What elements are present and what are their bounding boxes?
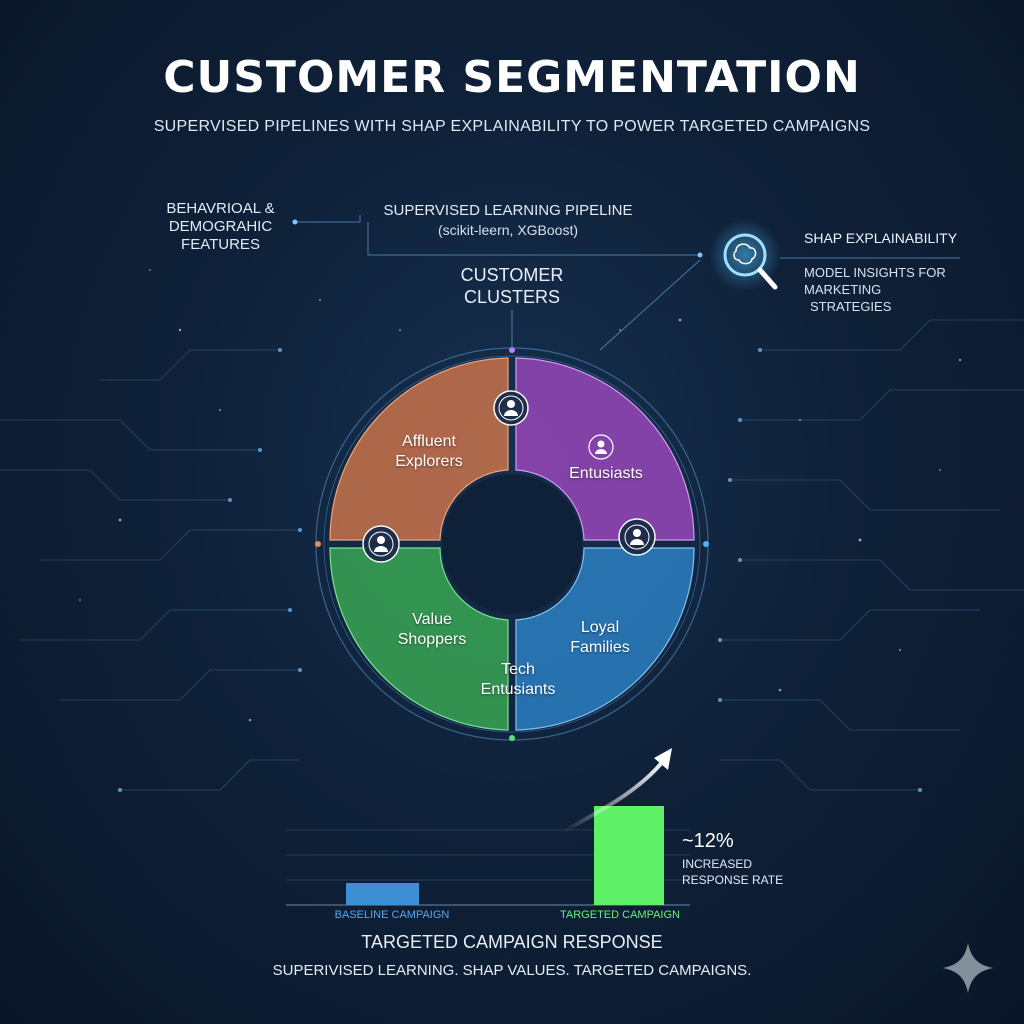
user-icon (362, 525, 400, 563)
segment-donut (329, 357, 695, 731)
features-line: DEMOGRAHIC (168, 218, 273, 235)
bar-label-baseline: BASELINE CAMPAIGN (334, 909, 450, 921)
user-badges (362, 390, 656, 563)
segment-label-loyal-families: Loyal Families (535, 618, 665, 658)
segment-affluent-explorers[interactable] (329, 357, 509, 541)
response-desc-line: INCREASED (682, 857, 753, 871)
user-icon (493, 390, 529, 426)
shap-title: SHAP EXPLAINABILITY (804, 230, 958, 246)
bar-targeted (594, 806, 664, 905)
circuit-lines (0, 319, 1024, 791)
bar-label-targeted: TARGETED CAMPAIGN (560, 909, 680, 921)
arrow-head-icon (654, 748, 672, 770)
response-increase-value: ~12% (682, 830, 734, 852)
connector-lines (295, 215, 960, 351)
bar-baseline (346, 883, 419, 905)
segment-loyal-families[interactable] (515, 547, 695, 731)
clusters-line: CUSTOMER (460, 265, 564, 285)
user-icon (618, 518, 656, 556)
segment-label-line: Affluent (402, 433, 456, 450)
response-desc-line: RESPONSE RATE (682, 873, 784, 887)
segment-label-line: Explorers (395, 453, 463, 470)
page-title: CUSTOMER SEGMENTATION (163, 52, 861, 103)
chart-title: TARGETED CAMPAIGN RESPONSE (361, 932, 663, 952)
clusters-line: CLUSTERS (463, 287, 561, 307)
segment-label-line: Value (412, 611, 452, 628)
pipeline-title: SUPERVISED LEARNING PIPELINE (383, 202, 633, 219)
sparkle-icon (943, 943, 993, 993)
footer-text: SUPERIVISED LEARNING. SHAP VALUES. TARGE… (272, 962, 752, 979)
star-particles (79, 269, 962, 722)
shap-desc-line: MODEL INSIGHTS FOR MARKETING (804, 265, 946, 297)
segment-label-line: Loyal (580, 619, 620, 636)
segment-label-tech: Tech Entusiants (453, 660, 583, 700)
shap-desc-line: STRATEGIES (810, 299, 892, 314)
circuit-nodes (118, 348, 922, 792)
segment-label-line: Families (570, 639, 630, 656)
response-increase-desc: INCREASED RESPONSE RATE (682, 856, 783, 888)
growth-arrow (561, 758, 666, 834)
segment-label-line: Entusiasts (569, 465, 643, 482)
segment-label-entusiasts: Entusiasts (541, 464, 671, 484)
page-subtitle: SUPERVISED PIPELINES WITH SHAP EXPLAINAB… (153, 118, 871, 135)
features-line: FEATURES (181, 236, 260, 253)
response-chart (286, 748, 690, 906)
clusters-label: CUSTOMER CLUSTERS (412, 264, 612, 308)
pipeline-tools: (scikit-leern, XGBoost) (437, 222, 579, 238)
user-icon (588, 434, 614, 460)
features-line: BEHAVRIOAL & (166, 200, 275, 217)
segment-label-affluent: Affluent Explorers (364, 432, 494, 472)
segment-label-line: Entusiants (480, 681, 556, 698)
segment-label-value-shoppers: Value Shoppers (367, 610, 497, 650)
segment-label-line: Shoppers (397, 631, 467, 648)
segment-value-shoppers[interactable] (329, 547, 509, 731)
segment-entusiasts[interactable] (515, 357, 695, 541)
brain-magnifier-icon (709, 219, 781, 291)
segment-label-line: Tech (501, 661, 535, 678)
shap-description: MODEL INSIGHTS FOR MARKETING STRATEGIES (804, 264, 1014, 315)
features-label: BEHAVRIOAL & DEMOGRAHIC FEATURES (148, 200, 293, 254)
